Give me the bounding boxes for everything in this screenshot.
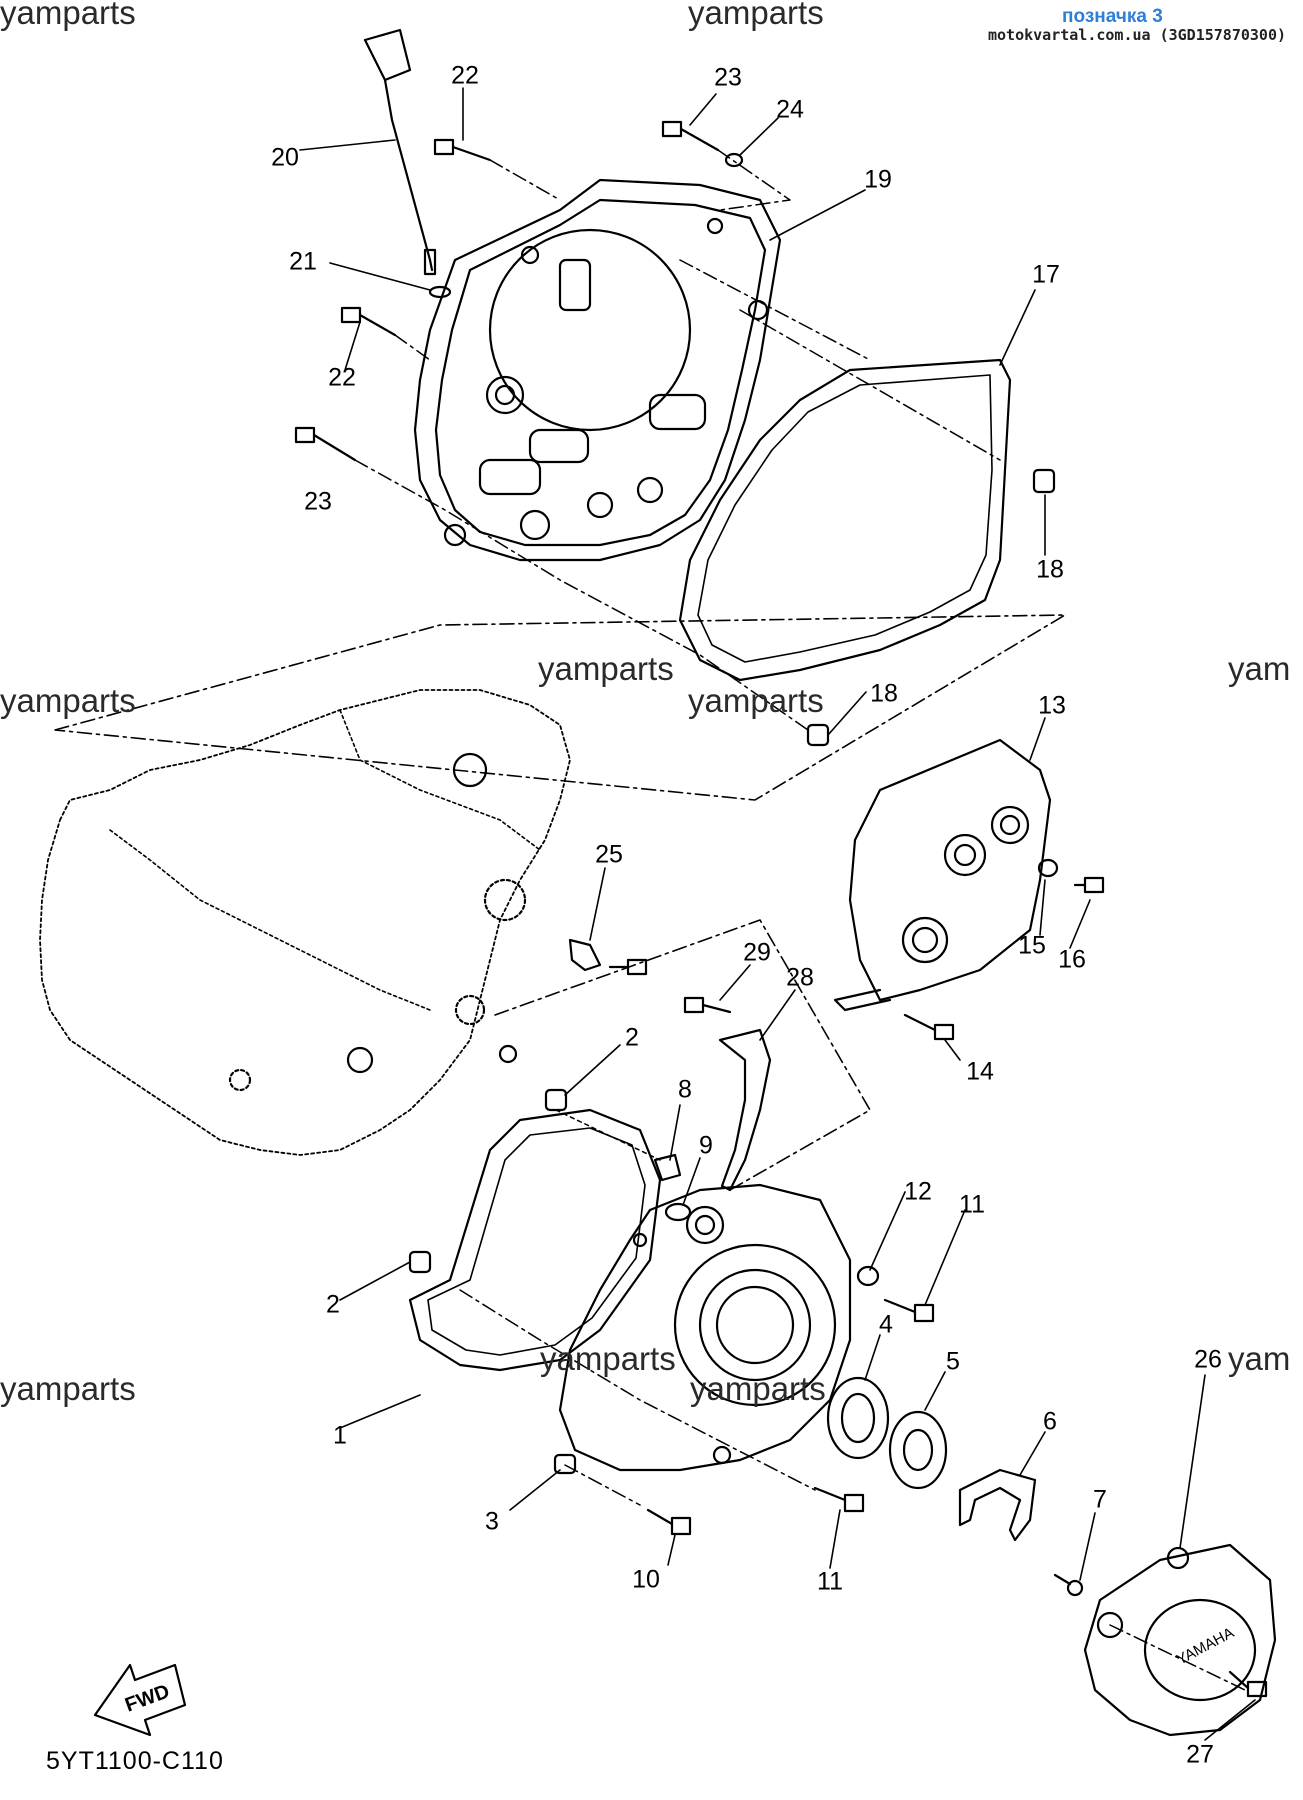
callout-label: 25	[595, 840, 623, 869]
o-ring-21	[428, 285, 452, 299]
crankcase-guard	[833, 738, 1052, 1012]
bearing-4	[826, 1376, 890, 1460]
dowel-18-upper	[1032, 468, 1056, 494]
fwd-arrow	[93, 1663, 187, 1737]
callout-label: 23	[304, 487, 332, 516]
o-ring-9	[664, 1202, 692, 1222]
callout-label: 14	[966, 1057, 994, 1086]
callout-label: 12	[904, 1177, 932, 1206]
retainer-plate-6	[958, 1468, 1037, 1542]
watermark: yamparts	[0, 682, 136, 719]
dowel-2-lower	[408, 1250, 432, 1274]
bolt-clamp	[608, 958, 648, 976]
callout-label: 23	[714, 63, 742, 92]
plug-8	[653, 1153, 682, 1182]
header-title: позначка 3	[1062, 6, 1163, 27]
watermark: yamparts	[538, 650, 674, 687]
clutch-cover	[413, 178, 782, 562]
callout-label: 13	[1038, 691, 1066, 720]
callout-label: 20	[271, 143, 299, 172]
watermark: yamparts	[540, 1340, 676, 1377]
watermark: yam	[1228, 1340, 1291, 1377]
callout-label: 2	[625, 1023, 639, 1052]
callout-label: 11	[817, 1567, 843, 1596]
callout-label: 18	[1036, 555, 1064, 584]
dowel-3	[553, 1453, 577, 1475]
callout-label: 3	[485, 1507, 499, 1536]
callout-label: 16	[1058, 945, 1086, 974]
callout-label: 4	[879, 1310, 893, 1339]
guide-lower-box	[494, 919, 871, 1191]
callout-label: 28	[786, 963, 814, 992]
bolt-23-left	[294, 426, 357, 462]
bolt-29	[683, 996, 732, 1014]
callout-label: 1	[333, 1421, 347, 1450]
generator-cover	[1083, 1543, 1277, 1737]
reference-code: 5YT1100-C110	[46, 1747, 224, 1775]
guide-upper-box	[54, 614, 1066, 801]
header-site: motokvartal.com.ua (3GD157870300)	[988, 26, 1287, 44]
washer-12	[856, 1265, 880, 1287]
dowel-2-upper	[544, 1088, 568, 1112]
callout-label: 2	[326, 1290, 340, 1319]
crankcase-cover	[558, 1183, 852, 1472]
dowel-18-lower	[806, 723, 830, 747]
bolt-22-left	[340, 306, 397, 337]
brand-on-cover: YAMAHA	[1174, 1624, 1237, 1668]
callout-label: 19	[864, 165, 892, 194]
washer-15	[1037, 858, 1059, 878]
bolt-11-upper	[883, 1298, 935, 1323]
callout-label: 9	[699, 1131, 713, 1160]
callout-label: 29	[743, 938, 771, 967]
callout-label: 26	[1194, 1345, 1222, 1374]
oil-seal-5	[888, 1410, 948, 1490]
watermark: yamparts	[0, 0, 136, 31]
plate-28	[718, 1028, 772, 1192]
crankcase-outline	[39, 689, 571, 1156]
callout-label: 18	[870, 679, 898, 708]
fwd-label: FWD	[122, 1680, 172, 1716]
bolt-22-top	[433, 138, 492, 162]
watermark: yamparts	[690, 1370, 826, 1407]
leader-lines	[299, 87, 1256, 1741]
clamp-25	[568, 938, 602, 972]
callout-label: 8	[678, 1075, 692, 1104]
bolt-16	[1073, 876, 1105, 894]
bolt-10	[646, 1508, 692, 1536]
screw-7	[1053, 1573, 1084, 1597]
bolt-23-top	[661, 120, 720, 152]
callout-label: 22	[328, 363, 356, 392]
lower-gasket	[408, 1108, 662, 1372]
callout-label: 22	[451, 61, 479, 90]
watermark: yamparts	[688, 0, 824, 31]
watermark: yamparts	[688, 682, 824, 719]
callout-label: 7	[1093, 1485, 1107, 1514]
watermark: yam	[1228, 650, 1291, 687]
callout-label: 24	[776, 95, 804, 124]
callout-label: 21	[289, 247, 317, 276]
callout-label: 10	[632, 1565, 660, 1594]
bolt-11-lower	[813, 1486, 865, 1513]
bolt-14	[903, 1013, 955, 1041]
callout-label: 27	[1186, 1740, 1214, 1769]
callout-label: 5	[946, 1347, 960, 1376]
callout-label: 17	[1032, 260, 1060, 289]
oil-dipstick	[363, 28, 437, 276]
cover-gasket	[678, 358, 1012, 682]
bolt-27	[1228, 1670, 1268, 1698]
washer-24	[724, 152, 744, 168]
callout-label: 15	[1018, 931, 1046, 960]
callout-label: 11	[959, 1190, 985, 1219]
callout-label: 6	[1043, 1407, 1057, 1436]
watermark: yamparts	[0, 1370, 136, 1407]
